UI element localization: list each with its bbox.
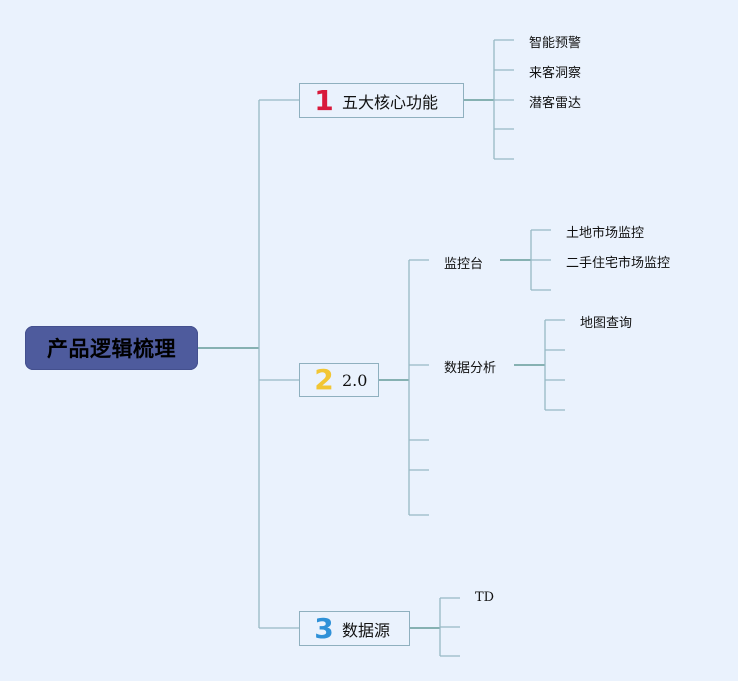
number-2-badge: 2 xyxy=(314,363,334,396)
leaf-visitor-insight[interactable]: 来客洞察 xyxy=(529,66,582,81)
number-1-badge: 1 xyxy=(314,83,334,117)
leaf-land-market-monitor[interactable]: 土地市场监控 xyxy=(566,226,645,241)
node-monitor-console[interactable]: 监控台 xyxy=(444,257,484,272)
leaf-td[interactable]: TD xyxy=(475,590,495,605)
leaf-smart-alert[interactable]: 智能预警 xyxy=(529,36,582,51)
leaf-map-query[interactable]: 地图查询 xyxy=(580,316,633,331)
branch-data-source[interactable]: 3 数据源 xyxy=(299,611,410,646)
branch-label: 五大核心功能 xyxy=(342,92,439,112)
root-node[interactable]: 产品逻辑梳理 xyxy=(25,326,198,370)
branch-version-2[interactable]: 2 2.0 xyxy=(299,363,379,397)
leaf-prospect-radar[interactable]: 潜客雷达 xyxy=(529,96,582,111)
branch-label: 2.0 xyxy=(342,370,368,390)
branch-label: 数据源 xyxy=(342,620,391,640)
node-data-analysis[interactable]: 数据分析 xyxy=(444,361,497,376)
leaf-resale-housing-monitor[interactable]: 二手住宅市场监控 xyxy=(566,256,671,271)
branch-core-functions[interactable]: 1 五大核心功能 xyxy=(299,83,464,118)
root-label: 产品逻辑梳理 xyxy=(47,337,176,361)
number-3-badge: 3 xyxy=(314,611,334,645)
